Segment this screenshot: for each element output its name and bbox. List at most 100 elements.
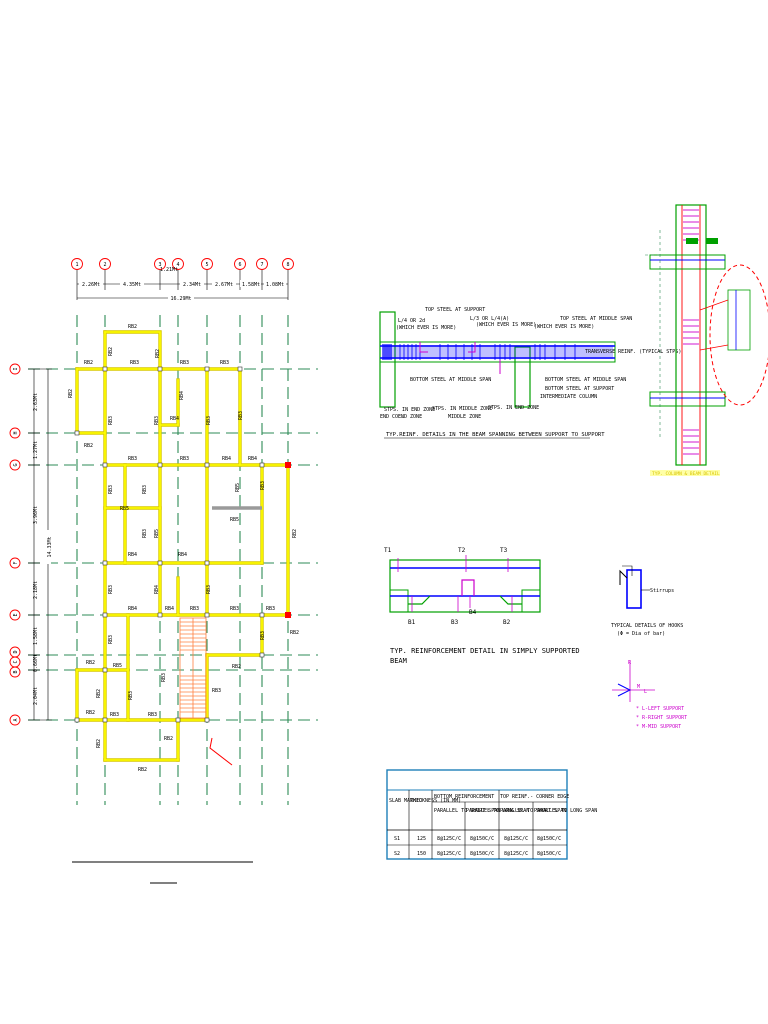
svg-text:RB4: RB4 — [248, 456, 257, 462]
hooks-caption-2: (Φ = Dia of bar) — [617, 631, 665, 637]
th-sub-3: PARALLEL TO SHORT SPAN — [500, 808, 566, 814]
cell-r1-c3: 8@125C/C — [437, 836, 461, 842]
left-grid-bubbles: I H G F E D C B A — [9, 363, 21, 726]
grid-letter-i: I — [13, 367, 19, 370]
label-b1: B1 — [408, 619, 416, 626]
svg-text:RB4: RB4 — [222, 456, 231, 462]
svg-text:RB3: RB3 — [206, 416, 212, 425]
svg-text:RB3: RB3 — [212, 688, 221, 694]
svg-text:RB3: RB3 — [110, 712, 119, 718]
top-grid-bubbles: 1 2 3 4 5 6 7 8 — [71, 258, 294, 270]
svg-text:RB3: RB3 — [190, 606, 199, 612]
svg-text:RB5: RB5 — [154, 529, 160, 538]
dim-7-8: 1.08Mt — [266, 282, 284, 288]
grid-num-1: 1 — [75, 262, 78, 268]
svg-text:RB2: RB2 — [68, 389, 74, 398]
svg-text:RB3: RB3 — [180, 360, 189, 366]
note-top-mid-span: TOP STEEL AT MIDDLE SPAN — [560, 316, 632, 322]
beam-detail-notes: TOP STEEL AT SUPPORT (WHICH EVER IS MORE… — [380, 307, 681, 420]
svg-text:RB5: RB5 — [120, 506, 129, 512]
note-bottom-mid-1: BOTTOM STEEL AT MIDDLE SPAN — [410, 377, 491, 383]
beam-labels: RB2 RB2 RB3 RB3 RB3 RB2 RB3 RB3 RB4 RB4 … — [68, 324, 299, 773]
svg-text:RB2: RB2 — [84, 443, 93, 449]
svg-text:RB2: RB2 — [128, 324, 137, 330]
svg-text:RB3: RB3 — [266, 606, 275, 612]
slab-table: SLAB MARKED THICKNESS (IN MM) BOTTOM REI… — [386, 769, 597, 860]
dim-f-g: 3.96Mt — [33, 506, 39, 524]
svg-text:RB3: RB3 — [128, 691, 134, 700]
dim-c-d: 0.66Mt — [33, 654, 39, 672]
th-thickness: THICKNESS (IN MM) — [410, 798, 461, 804]
grid-num-4: 4 — [176, 262, 179, 268]
dim-1-2: 2.26Mt — [82, 282, 100, 288]
svg-text:RB4: RB4 — [170, 416, 179, 422]
dim-e-f: 2.18Mt — [33, 581, 39, 599]
th-sub-2: PARALLEL TO LONG SPAN — [466, 808, 529, 814]
hooks-caption-1: TYPICAL DETAILS OF HOOKS — [611, 623, 683, 629]
svg-text:RB2: RB2 — [96, 739, 102, 748]
svg-text:RB4: RB4 — [178, 552, 187, 558]
svg-text:RB3: RB3 — [260, 631, 266, 640]
note-stps-middle: STPS. IN MIDDLE ZONE — [432, 406, 492, 412]
note-stps-end-1: STPS. IN END ZONE — [384, 407, 435, 413]
svg-text:RB3: RB3 — [180, 456, 189, 462]
note-l4-2d: L/4 OR 2d — [398, 318, 425, 324]
legend-left: * L-LEFT SUPPORT — [636, 706, 684, 712]
svg-text:RB3: RB3 — [206, 585, 212, 594]
svg-text:RB3: RB3 — [148, 712, 157, 718]
th-bottom: BOTTOM REINFORCEMENT — [434, 794, 494, 800]
svg-text:RB5: RB5 — [113, 663, 122, 669]
simple-beam-detail: T1 T2 T3 B1 B3 B4 B2 TYP. REINFORCEMENT … — [384, 547, 580, 665]
svg-text:RB5: RB5 — [230, 517, 239, 523]
grid-letter-f: F — [13, 561, 19, 564]
column-detail-caption: TYP. COLUMN & BEAM DETAIL — [652, 471, 720, 477]
svg-text:RB2: RB2 — [86, 710, 95, 716]
grid-lines — [28, 315, 318, 805]
svg-text:RB2: RB2 — [86, 660, 95, 666]
dim-overall: 16.29Mt — [170, 296, 191, 302]
svg-text:RB3: RB3 — [142, 529, 148, 538]
svg-text:RB2: RB2 — [290, 630, 299, 636]
grid-num-8: 8 — [286, 262, 289, 268]
dim-h-i: 2.63Mt — [33, 393, 39, 411]
label-b4: B4 — [469, 609, 477, 616]
note-bottom-mid-2: BOTTOM STEEL AT MIDDLE SPAN — [545, 377, 626, 383]
svg-text:RB2: RB2 — [108, 347, 114, 356]
th-sub-4: PARALLEL TO LONG SPAN — [534, 808, 597, 814]
grid-num-3: 3 — [158, 262, 161, 268]
legend-mid: * M-MID SUPPORT — [636, 724, 681, 730]
cell-r2-c2: 150 — [417, 851, 426, 857]
svg-text:RB3: RB3 — [220, 360, 229, 366]
svg-text:RB2: RB2 — [96, 689, 102, 698]
red-arrow — [209, 737, 233, 766]
svg-text:RB3: RB3 — [108, 485, 114, 494]
simple-beam-caption-2: BEAM — [390, 657, 407, 665]
svg-text:RB2: RB2 — [292, 529, 298, 538]
grid-letter-a: A — [13, 718, 19, 721]
svg-text:RB4: RB4 — [179, 391, 185, 400]
dim-d-e: 1.58Mt — [33, 627, 39, 645]
note-end-col: END COL. — [380, 414, 404, 420]
th-top: TOP REINF.- CORNER EDGE — [500, 794, 569, 800]
dim-3-4: 1.21Mt — [160, 267, 178, 273]
note-which-ever-1: (WHICH EVER IS MORE) — [396, 325, 456, 331]
cell-r1-c6: 8@150C/C — [537, 836, 561, 842]
grid-letter-g: G — [13, 463, 19, 466]
grid-num-6: 6 — [238, 262, 241, 268]
grid-letter-d: D — [13, 650, 19, 653]
cell-r2-c6: 8@150C/C — [537, 851, 561, 857]
dim-6-7: 1.58Mt — [242, 282, 260, 288]
column-detail: TYP. COLUMN & BEAM DETAIL — [645, 204, 768, 477]
dim-a-c: 2.04Mt — [33, 687, 39, 705]
note-transverse: TRANSVERSE REINF. (TYPICAL STPS) — [585, 349, 681, 355]
cell-r1-c1: S1 — [394, 836, 400, 842]
svg-text:RB4: RB4 — [128, 606, 137, 612]
svg-text:RB2: RB2 — [232, 664, 241, 670]
note-which-ever-3: (WHICH EVER IS MORE) — [534, 324, 594, 330]
legend-right: * R-RIGHT SUPPORT — [636, 715, 687, 721]
th-sub-1: PARALLEL TO SHORT SPAN — [434, 808, 500, 814]
cell-r1-c4: 8@150C/C — [470, 836, 494, 842]
label-t3: T3 — [500, 547, 508, 554]
svg-text:RB3: RB3 — [108, 635, 114, 644]
